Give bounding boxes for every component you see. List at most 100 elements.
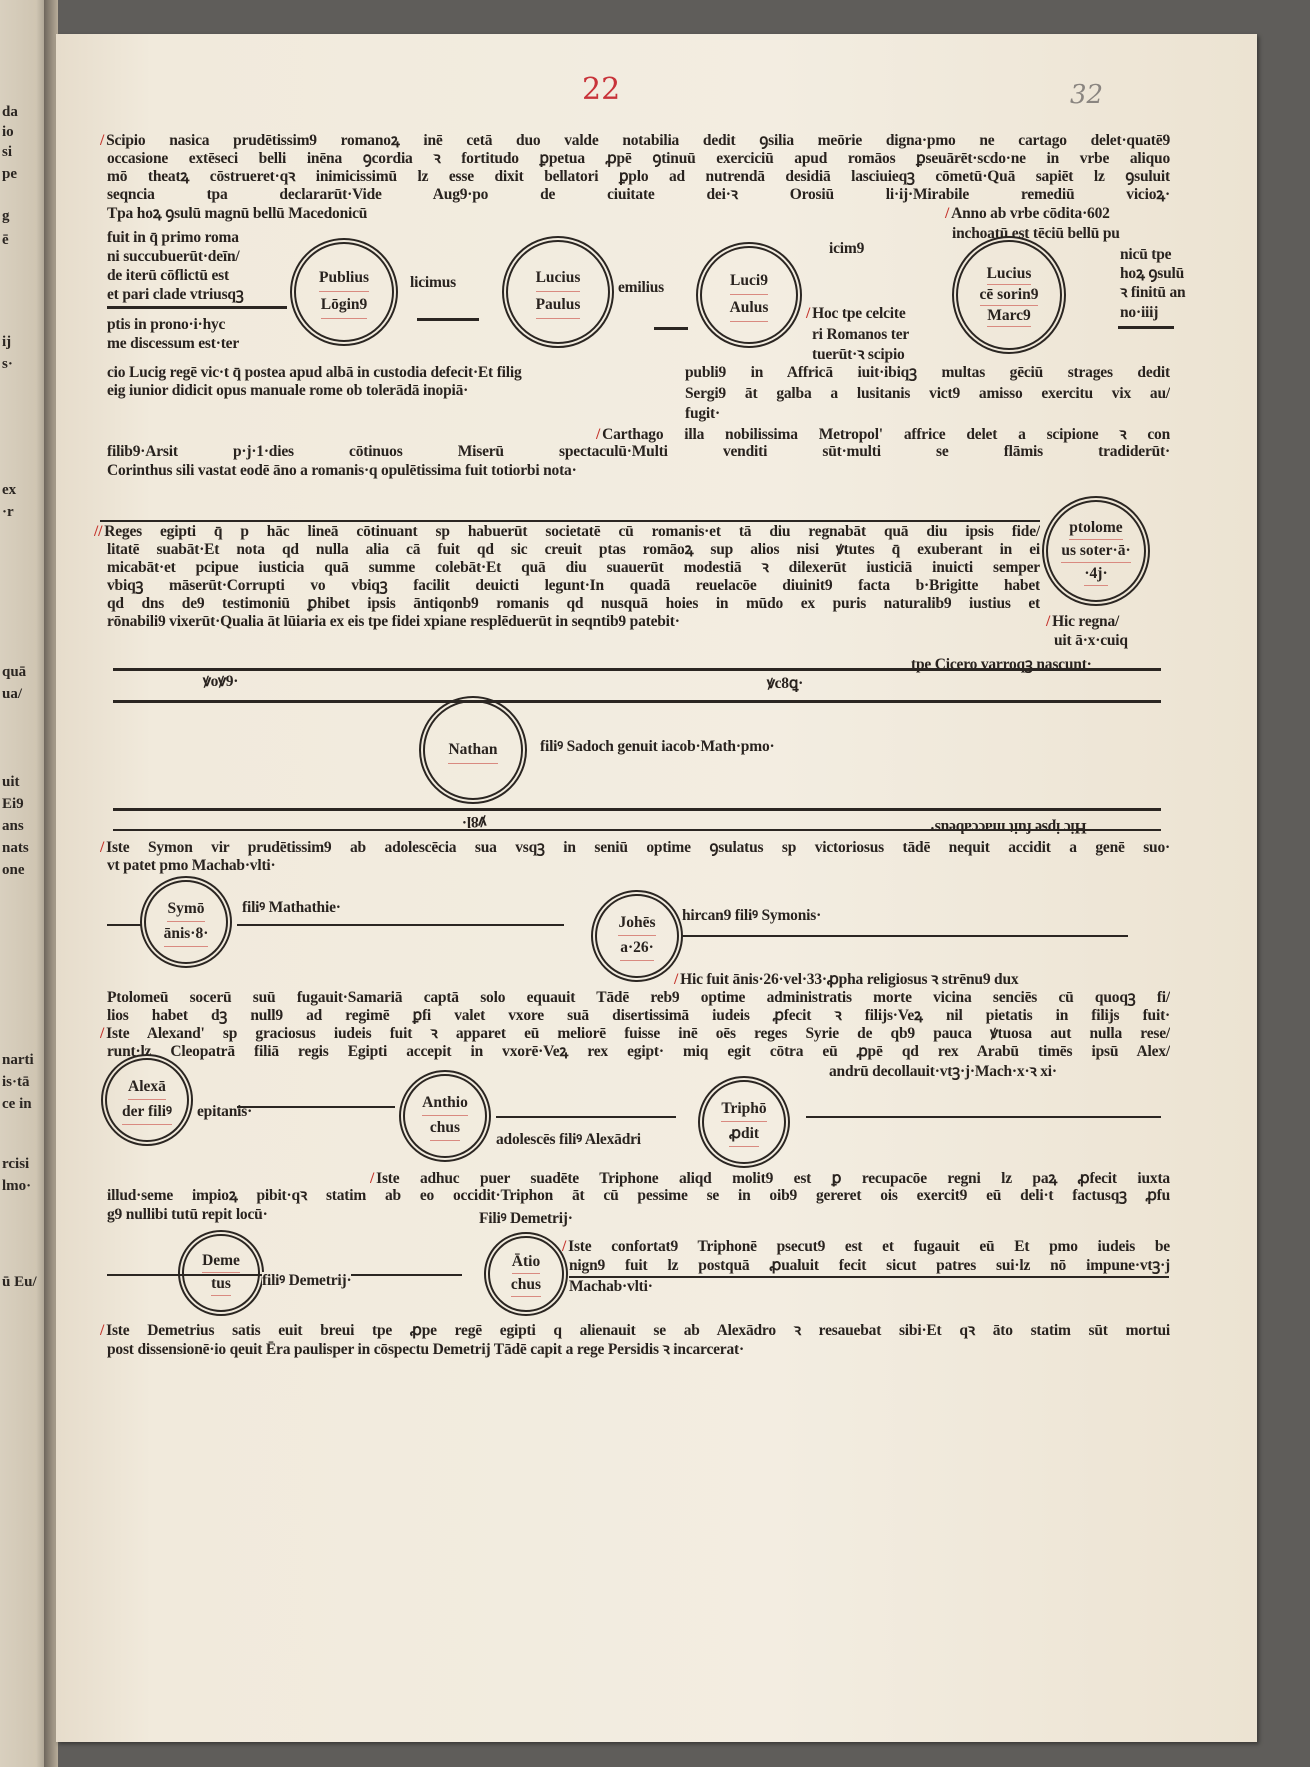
fragment: ij [2,334,12,350]
text-line: eig iunior didicit opus manuale rome ob … [107,382,469,399]
genealogy-circle-nathan: Nathan [419,696,527,804]
text-line: fuit in q̄ primo roma [107,229,239,246]
divider [113,700,1161,703]
text-line: mō theatꝝ cōstrueret·qꝛ inimicissimū lz … [107,168,1170,185]
fragment: ē [2,232,9,248]
text-line: rōnabili9 vixerūt·Qualia āt lūiaria ex e… [107,613,680,630]
text-line: filiꝰ Demetrij· [262,1272,352,1290]
connector-line [496,1116,676,1118]
text-line: /Iste Symon vir prudētissim9 ab adolescē… [100,839,1170,856]
divider [1118,326,1174,329]
text-line: /Iste adhuc puer suadēte Triphone aliqd … [370,1170,1170,1187]
text-line: hoꝝ ꝯsulū [1120,265,1185,282]
connector-line [107,924,141,926]
text-line: filiꝰ Mathathie· [242,899,341,916]
text-line: Ptolomeū socerū suū fugauit·Samariā capt… [107,989,1170,1006]
label-licimus: licimus [410,274,456,291]
text-line: Corinthus sili vastat eodē āno a romanis… [107,462,577,479]
fragment: ex [2,482,17,498]
text-line: runt·lz Cleopatrā filiā regis Egipti acc… [107,1043,1170,1060]
year-label: ꝟoꝟ9· [203,673,239,690]
divider [113,668,1161,671]
book-gutter [44,0,58,1767]
text-line: /Hoc tpe celcite [806,305,906,322]
text-line: hircan9 filiꝰ Symonis· [682,907,822,924]
fragment: ans [2,818,24,834]
text-line: //Reges egipti q̄ p hāc lineā cōtinuant … [94,523,1040,540]
text-line: nicū tpe [1120,246,1172,263]
fragment: da [2,104,18,120]
divider [100,520,1040,522]
facing-page-edge [0,0,52,1767]
text-line: tpe Cicero varroqꝫ nascunt· [911,656,1092,673]
fragment: ·r [2,504,14,520]
text-line: seqncia tpa declararūt·Vide Aug9·po de c… [107,186,1170,203]
text-line: Sergi9 āt galba a lusitanis vict9 amisso… [685,385,1170,402]
fragment: ce in [2,1096,32,1112]
fragment: si [2,144,13,160]
text-line: me discessum est·ter [107,335,240,352]
text-line: post dissensionē·io qeuit Ēra paulisper … [107,1341,744,1358]
fragment: quā [2,664,27,680]
fragment: ua/ [2,686,23,702]
fragment: lmo· [2,1178,32,1194]
fragment: one [2,862,25,878]
text-line: publi9 in Affricā iuit·ibiqꝫ multas gēci… [685,364,1170,381]
text-line: cio Lucig regē vic·t q̄ postea apud albā… [107,364,522,381]
text-line: Machab·vlti· [569,1278,653,1295]
text-line: /Hic fuit ānis·26·vel·33·ꝓpha religiosus… [674,971,1019,988]
connector-line [417,318,479,321]
text-line: Tpa hoꝝ ꝯsulū magnū bellū Macedonicū [107,205,368,222]
text-line: g9 nullibi tutū repit locū· [107,1206,268,1223]
text-line: /Carthago illa nobilissima Metropol' aff… [596,426,1170,443]
label-emilius: emilius [618,279,664,296]
upside-down-text: Hic ipse fuit maccabeus· [930,819,1087,836]
connector-line [806,1116,1161,1118]
text-line: inchoatū est tēciū bellū pu [952,225,1120,242]
text-line: /Scipio nasica prudētissim9 romanoꝝ inē … [100,132,1170,149]
text-line: Filiꝰ Demetrij· [479,1210,573,1227]
divider [107,306,287,309]
text-line: /Anno ab vrbe cōdita·602 [945,205,1110,222]
divider [113,808,1161,811]
text-line: tuerūt·ꝛ scipio [812,346,905,363]
year-label: ꝟc8ꝗ· [767,675,804,692]
page-number: 22 [582,72,621,107]
label-icimus: icim9 [829,240,865,257]
fragment: is·tā [2,1074,30,1090]
text-line: filiꝰ Sadoch genuit iacob·Math·pmo· [540,738,775,755]
text-line: vbiqꝫ māserūt·Corrupti vo vbiqꝫ facilit … [107,577,1040,594]
connector-line [569,1276,1169,1278]
connector-line [682,935,1128,937]
fragment: rcisi [2,1156,30,1172]
year-label: ꝟ8l· [462,813,487,830]
divider [113,829,1161,831]
text-line: andrū decollauit·vtꝫ·j·Mach·x·ꝛ xi· [829,1063,1057,1080]
fragment: Ei9 [2,796,24,812]
text-line: ptis in prono·i·hyc [107,316,226,333]
text-line: nign9 fuit lz postquā ꝓualuit fecit sicu… [569,1257,1170,1274]
fragment: io [2,124,14,140]
text-line: lios habet dꝫ null9 ad regimē ꝑfi valet … [107,1007,1170,1024]
connector-line [237,1106,395,1108]
text-line: illud·seme impioꝝ pibit·qꝛ statim ab eo … [107,1187,1170,1204]
fragment: g [2,208,10,224]
text-line: /Iste Demetrius satis euit breui tpe ꝓpe… [100,1322,1170,1339]
text-line: /Iste Alexand' sp graciosus iudeis fuit … [100,1025,1170,1042]
text-line: no·iiij [1120,304,1159,321]
text-line: vt patet pmo Machab·vlti· [107,857,276,874]
text-line: litatē suabāt·Et nota qd nulla alia cā f… [107,541,1040,558]
text-line: /Iste confortat9 Triphonē psecut9 est et… [562,1238,1170,1255]
